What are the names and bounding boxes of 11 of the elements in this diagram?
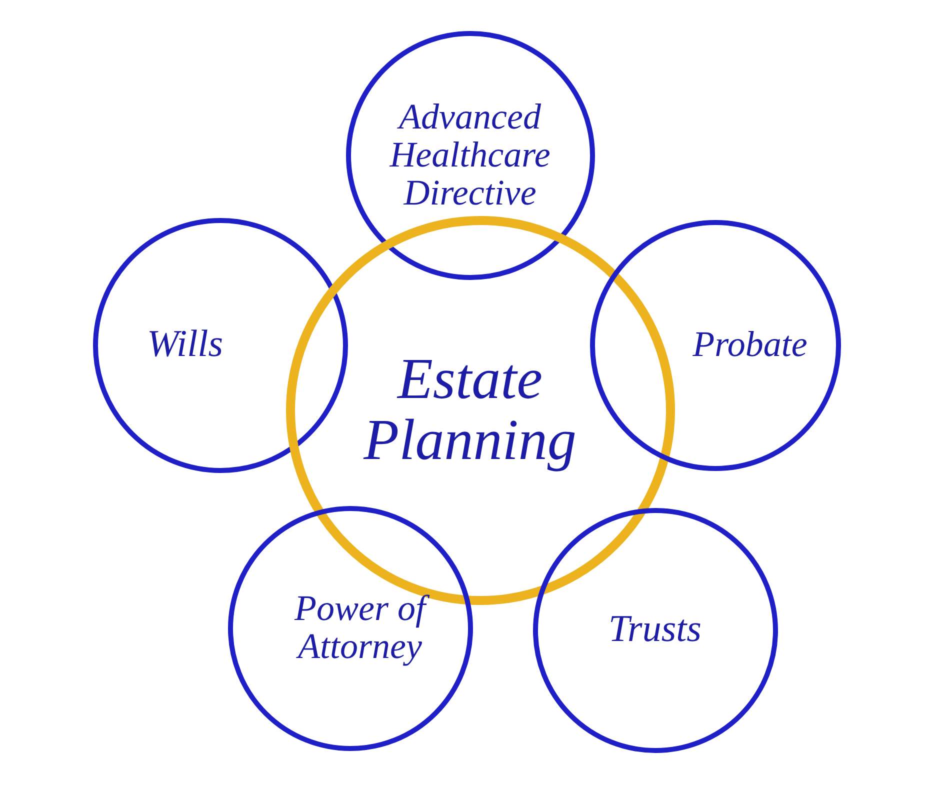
- topic-label: Advanced Healthcare Directive: [388, 98, 552, 212]
- topic-circle: [532, 508, 778, 752]
- topic-label: Trusts: [608, 610, 702, 650]
- topic-label: Estate Planning: [362, 349, 578, 471]
- topic-circle: [590, 220, 840, 470]
- topic-circle: [228, 506, 472, 750]
- topic-circle: [346, 30, 594, 280]
- topic-label: Wills: [146, 325, 224, 365]
- topic-circle: [92, 218, 348, 472]
- topic-label: Power of Attorney: [260, 590, 460, 666]
- topic-label: Probate: [692, 326, 808, 364]
